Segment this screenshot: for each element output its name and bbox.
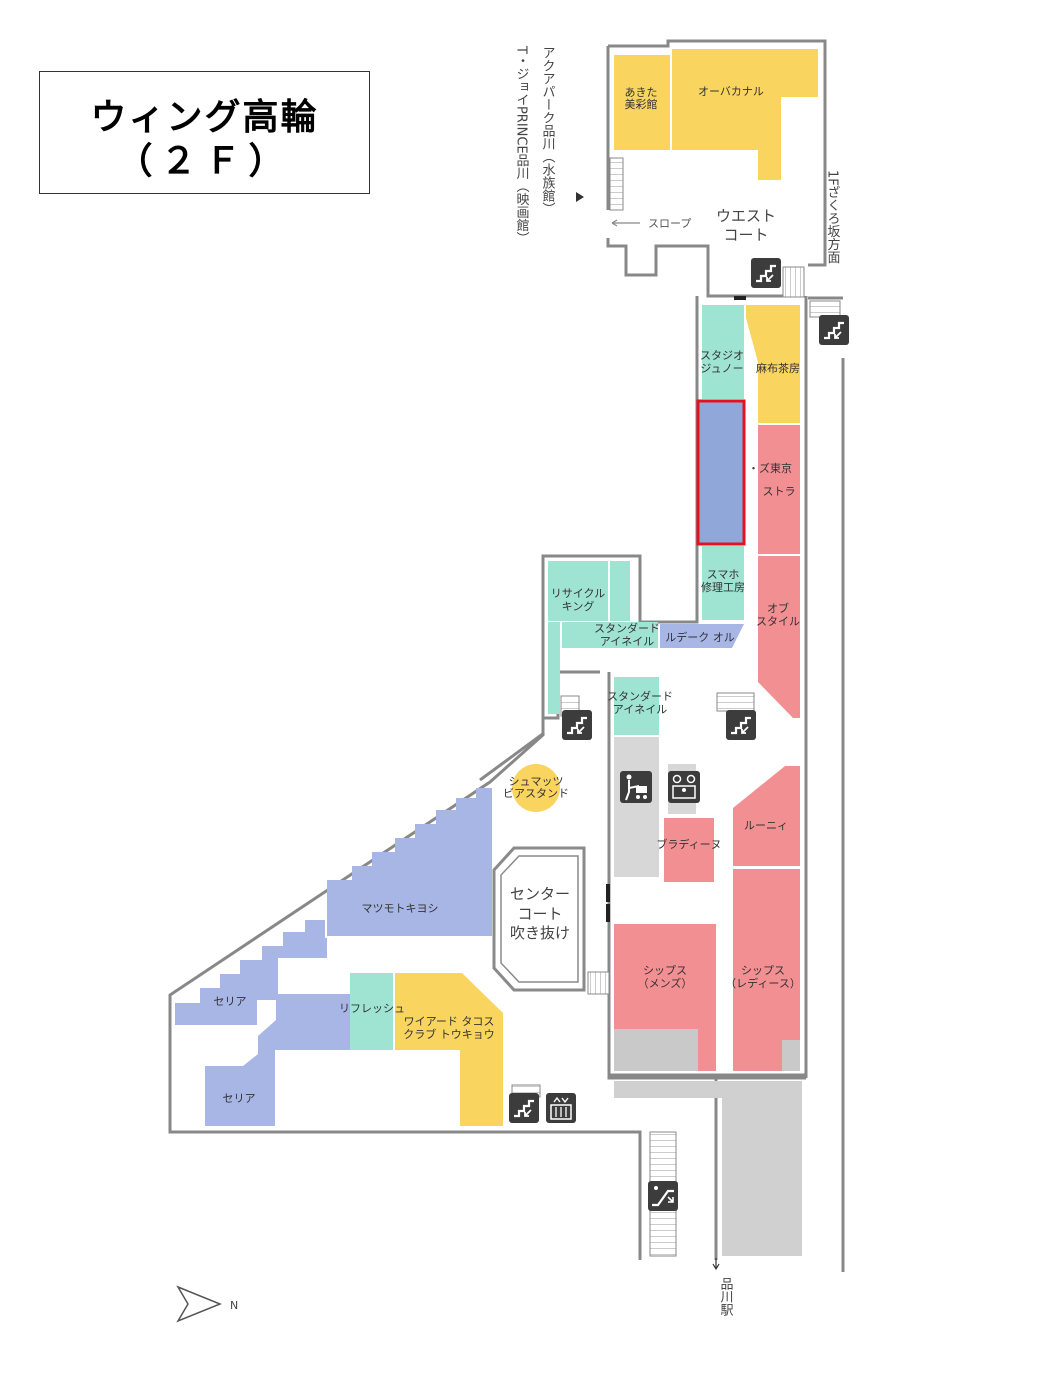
label-west-court-1: ウエスト	[716, 207, 776, 225]
shop-refresh[interactable]	[350, 973, 393, 1050]
label-ships-ladies-1: シップス	[741, 964, 785, 977]
shop-smaho[interactable]	[702, 546, 744, 620]
highlighted-shop[interactable]	[696, 399, 746, 546]
direction-arrow-icon	[576, 192, 584, 202]
service-area-3	[614, 1029, 698, 1071]
service-area	[614, 737, 659, 877]
stairs-icon[interactable]	[817, 313, 851, 347]
label-of-style-2: スタイル	[756, 615, 800, 628]
label-akita-2: 美彩館	[625, 97, 658, 111]
shop-matsumoto[interactable]	[327, 788, 492, 936]
shop-recycle-extension	[548, 622, 560, 714]
label-center-court-3: 吹き抜け	[510, 924, 570, 942]
map-title-box: ウィング高輪 （２Ｆ）	[39, 71, 370, 194]
label-schmatz-2: ビアスタンド	[503, 787, 569, 800]
label-stra: ストラ	[763, 485, 796, 498]
label-tjoy: T・ジョイPRINCE品川（映画館）	[514, 45, 530, 245]
building-walls	[168, 39, 845, 1272]
stairs-icon[interactable]	[560, 708, 594, 742]
label-of-style-1: オブ	[767, 601, 789, 615]
station-arrow-icon	[712, 1258, 720, 1271]
stairs-area-3	[809, 300, 841, 318]
label-ruderk: ルデーク オル	[665, 630, 735, 644]
map-floor-label: （２Ｆ）	[116, 141, 293, 182]
shop-runy[interactable]	[733, 766, 800, 866]
door-mark	[734, 296, 746, 300]
label-standard-top-1: スタンダード	[594, 621, 660, 635]
label-wired-1: ワイアード タコス	[404, 1015, 495, 1028]
label-bradino: ブラディーヌ	[656, 837, 721, 851]
label-studio-juno-2: ジュノー	[700, 362, 743, 375]
stairs-area-5	[716, 692, 755, 712]
label-station: 品川駅	[718, 1277, 734, 1317]
center-court-void	[492, 846, 586, 992]
shop-azabu[interactable]	[746, 305, 800, 423]
shop-bradino[interactable]	[664, 818, 714, 882]
slope-arrow-icon	[611, 219, 640, 227]
shop-ruderk[interactable]	[660, 624, 744, 648]
shop-schmatz[interactable]	[512, 764, 560, 812]
shop-recycle-side	[610, 561, 630, 621]
label-tokyo: ・ズ東京	[748, 461, 792, 475]
label-smaho-2: 修理工房	[701, 580, 745, 594]
stairs-area-2	[782, 266, 805, 298]
shop-akita[interactable]	[614, 55, 670, 150]
label-seria-bottom: セリア	[223, 1092, 256, 1105]
label-obacanal: オーバカナル	[698, 85, 764, 98]
station-concourse	[614, 1081, 802, 1256]
label-smaho-1: スマホ	[707, 568, 740, 581]
label-wired-2: クラブ トウキョウ	[403, 1027, 495, 1041]
label-matsumoto: マツモトキヨシ	[362, 902, 439, 915]
service-area-4	[782, 1040, 800, 1071]
shop-standard-mid[interactable]	[614, 677, 659, 735]
label-center-court-1: センター	[510, 885, 570, 903]
label-schmatz-1: シュマッツ	[509, 775, 564, 788]
label-ships-mens-1: シップス	[643, 964, 687, 977]
north-arrow-icon	[176, 1285, 222, 1323]
label-recycle-1: リサイクル	[551, 587, 605, 600]
label-ships-ladies-2: （レディース）	[725, 976, 801, 990]
shop-ships-ladies[interactable]	[733, 869, 800, 1071]
elevator-icon[interactable]	[546, 1093, 576, 1123]
door-mark	[606, 904, 610, 922]
label-akita-1: あきた	[625, 86, 658, 99]
stairs-area-6	[587, 971, 610, 995]
label-center-court-2: コート	[517, 905, 562, 923]
label-ships-mens-2: （メンズ）	[638, 976, 693, 990]
map-title: ウィング高輪	[90, 97, 319, 138]
label-studio-juno-1: スタジオ	[700, 349, 744, 362]
shop-obacanal[interactable]	[672, 49, 818, 180]
stairs-area-1	[609, 157, 624, 211]
shop-studio-juno[interactable]	[702, 305, 744, 399]
shop-standard-top[interactable]	[562, 622, 658, 648]
label-standard-top-2: アイネイル	[600, 635, 654, 648]
label-slope: スロープ	[648, 217, 691, 230]
shop-of-style[interactable]	[758, 556, 800, 718]
label-aqua-park: アクアパーク品川（水族館）	[540, 46, 556, 215]
label-standard-mid-2: アイネイル	[613, 703, 667, 716]
label-zakuro: 1Fざくろ坂方面	[825, 170, 841, 264]
label-refresh: リフレッシュ	[339, 1002, 405, 1015]
label-azabu: 麻布茶房	[756, 361, 800, 375]
shop-seria-top[interactable]	[175, 920, 327, 1025]
shop-recycle[interactable]	[548, 561, 608, 621]
escalator-icon[interactable]	[648, 1181, 678, 1211]
label-standard-mid-1: スタンダード	[607, 689, 673, 703]
stroller-icon[interactable]	[620, 771, 652, 803]
door-mark	[606, 884, 610, 902]
nursing-room-icon[interactable]	[668, 771, 700, 803]
label-north: N	[230, 1299, 238, 1312]
label-seria-top: セリア	[214, 995, 247, 1008]
label-west-court-2: コート	[723, 226, 768, 244]
stairs-icon[interactable]	[724, 708, 758, 742]
shop-seria-bottom[interactable]	[205, 994, 350, 1126]
label-runy: ルーニィ	[744, 819, 788, 832]
label-recycle-2: キング	[562, 599, 595, 613]
shop-wired[interactable]	[395, 973, 503, 1126]
stairs-icon[interactable]	[507, 1091, 541, 1125]
shop-tokyo-stra[interactable]	[758, 425, 800, 554]
stairs-icon[interactable]	[749, 256, 783, 290]
